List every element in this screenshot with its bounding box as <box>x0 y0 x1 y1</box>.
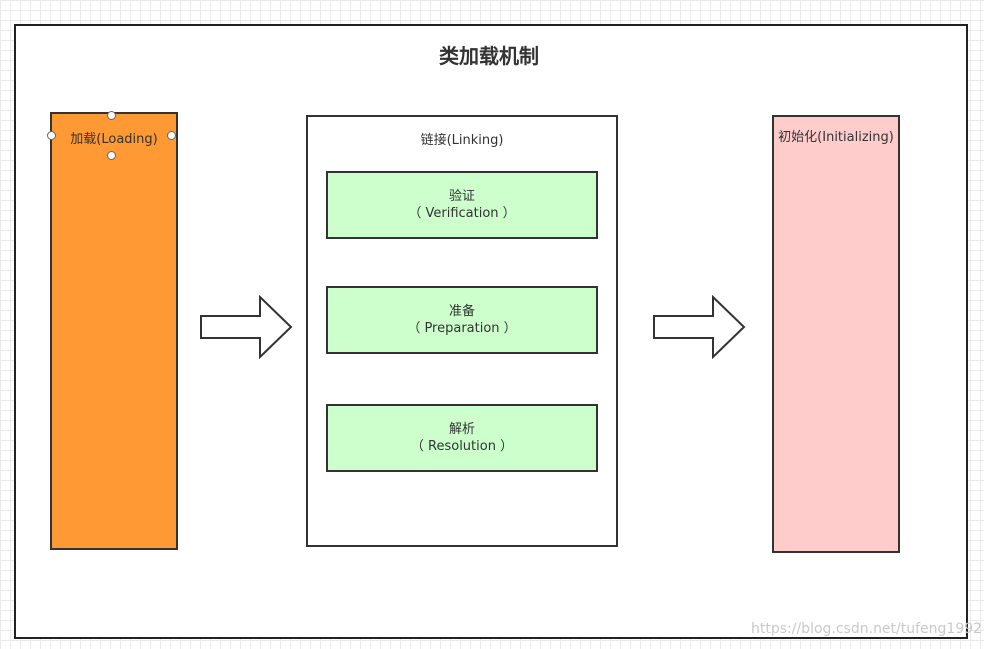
initializing-box[interactable]: 初始化(Initializing) <box>772 115 900 553</box>
selection-handle-bottom[interactable] <box>107 151 116 160</box>
right-arrow-icon <box>200 295 293 359</box>
initializing-label: 初始化(Initializing) <box>778 130 894 145</box>
linking-label: 链接(Linking) <box>420 133 504 148</box>
preparation-step[interactable]: 准备 （ Preparation ） <box>326 286 598 354</box>
selection-handle-right[interactable] <box>167 131 176 140</box>
resolution-en: （ Resolution ） <box>410 439 514 454</box>
right-arrow-icon <box>653 295 746 359</box>
resolution-name: 解析 <box>448 422 475 437</box>
verification-en: （ Verification ） <box>408 206 516 221</box>
selection-handle-left[interactable] <box>47 131 56 140</box>
verification-name: 验证 <box>448 189 475 204</box>
loading-label: 加载(Loading) <box>70 132 158 147</box>
selection-handle-top[interactable] <box>107 111 116 120</box>
preparation-en: （ Preparation ） <box>407 321 517 336</box>
verification-step[interactable]: 验证 （ Verification ） <box>326 171 598 239</box>
loading-box[interactable]: 加载(Loading) <box>50 112 178 550</box>
preparation-name: 准备 <box>448 304 475 319</box>
resolution-step[interactable]: 解析 （ Resolution ） <box>326 404 598 472</box>
watermark: https://blog.csdn.net/tufeng1992 <box>751 621 983 637</box>
diagram-title: 类加载机制 <box>439 44 539 68</box>
